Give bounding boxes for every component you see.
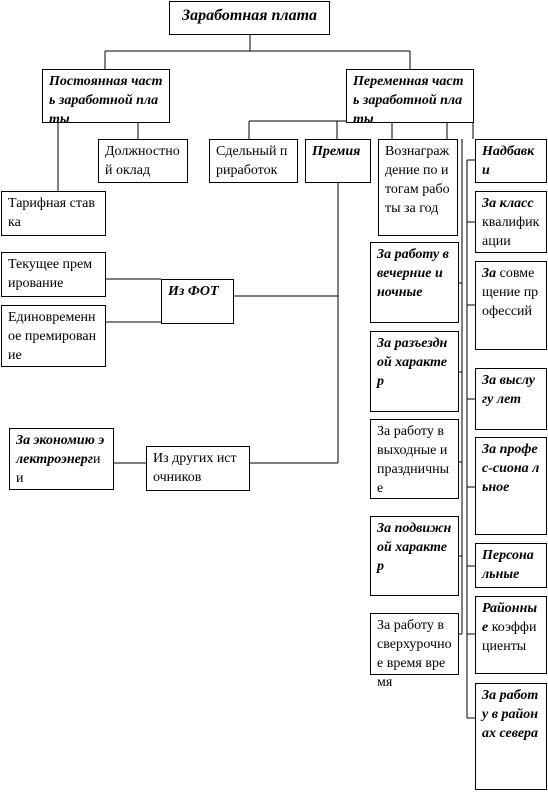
north-node: За работу в районах севера xyxy=(475,683,547,790)
annual-reward-label: Вознаграждение по итогам работы за год xyxy=(385,144,450,216)
regional-label: Районные xyxy=(482,601,538,635)
energy-saving-label: За экономию электроэнерг xyxy=(16,433,105,467)
fixed-part-label: Постоянная часть заработной платы xyxy=(49,74,163,127)
root-node: Заработная плата xyxy=(169,1,330,35)
other-sources-label: Из других источников xyxy=(153,451,237,485)
tariff-rate-label: Тарифная ставка xyxy=(8,196,95,230)
salary-label: Должностной оклад xyxy=(105,144,180,178)
weekend-work-node: За работу в выходные и праздничные xyxy=(370,419,459,499)
combination-label-tail: совмещение профессий xyxy=(482,266,539,319)
other-sources-node: Из других источников xyxy=(146,446,250,491)
seniority-label: За выслугу лет xyxy=(482,373,536,407)
seniority-node: За выслугу лет xyxy=(475,368,547,430)
class-qualification-label-tail: квалификации xyxy=(482,215,540,249)
north-label: За работу в районах севера xyxy=(482,688,539,741)
overtime-work-label: За работу в сверхурочное время время xyxy=(377,618,452,690)
bonus-label: Премия xyxy=(312,144,361,159)
travel-work-label: За разъездной характер xyxy=(377,336,448,389)
overtime-work-node: За работу в сверхурочное время время xyxy=(370,613,459,690)
from-payroll-label: Из ФОТ xyxy=(168,284,219,299)
regional-label-tail: коэффициенты xyxy=(482,620,537,654)
allowances-label: Надбавки xyxy=(482,144,535,178)
mobile-work-label: За подвижной характер xyxy=(377,521,452,574)
current-bonus-node: Текущее премирование xyxy=(1,252,106,297)
piecework-node: Сдельный приработок xyxy=(209,139,298,183)
root-label: Заработная плата xyxy=(181,7,318,24)
evening-work-label: За работу в вечерние и ночные xyxy=(377,247,449,300)
evening-work-node: За работу в вечерние и ночные xyxy=(370,242,459,323)
one-time-bonus-label: Единовременное премирование xyxy=(8,310,97,363)
tariff-rate-node: Тарифная ставка xyxy=(1,191,106,236)
bonus-node: Премия xyxy=(305,139,371,183)
fixed-part-node: Постоянная часть заработной платы xyxy=(42,69,170,127)
piecework-label: Сдельный приработок xyxy=(216,144,288,178)
combination-label: За xyxy=(482,266,497,281)
personal-label: Персональные xyxy=(482,548,534,582)
energy-saving-label-tail: ии xyxy=(16,452,101,486)
travel-work-node: За разъездной характер xyxy=(370,331,459,412)
variable-part-label: Переменная часть заработной платы xyxy=(353,74,464,127)
salary-node: Должностной оклад xyxy=(98,139,188,183)
variable-part-node: Переменная часть заработной платы xyxy=(346,69,474,127)
one-time-bonus-node: Единовременное премирование xyxy=(1,305,106,367)
mobile-work-node: За подвижной характер xyxy=(370,516,459,596)
from-payroll-node: Из ФОТ xyxy=(161,279,234,324)
professionalism-label: За профес-сиона льное xyxy=(482,442,540,495)
current-bonus-label: Текущее премирование xyxy=(8,257,93,291)
professionalism-node: За профес-сиона льное xyxy=(475,437,547,535)
regional-node: Районные коэффициенты xyxy=(475,596,547,674)
combination-node: За совмещение профессий xyxy=(475,261,547,350)
energy-saving-node: За экономию электроэнергии xyxy=(9,428,114,490)
allowances-node: Надбавки xyxy=(475,139,547,183)
class-qualification-node: За класс квалификации xyxy=(475,191,547,253)
personal-node: Персональные xyxy=(475,543,547,588)
annual-reward-node: Вознаграждение по итогам работы за год xyxy=(378,139,458,236)
weekend-work-label: За работу в выходные и праздничные xyxy=(377,424,450,496)
class-qualification-label: За класс xyxy=(482,196,534,211)
